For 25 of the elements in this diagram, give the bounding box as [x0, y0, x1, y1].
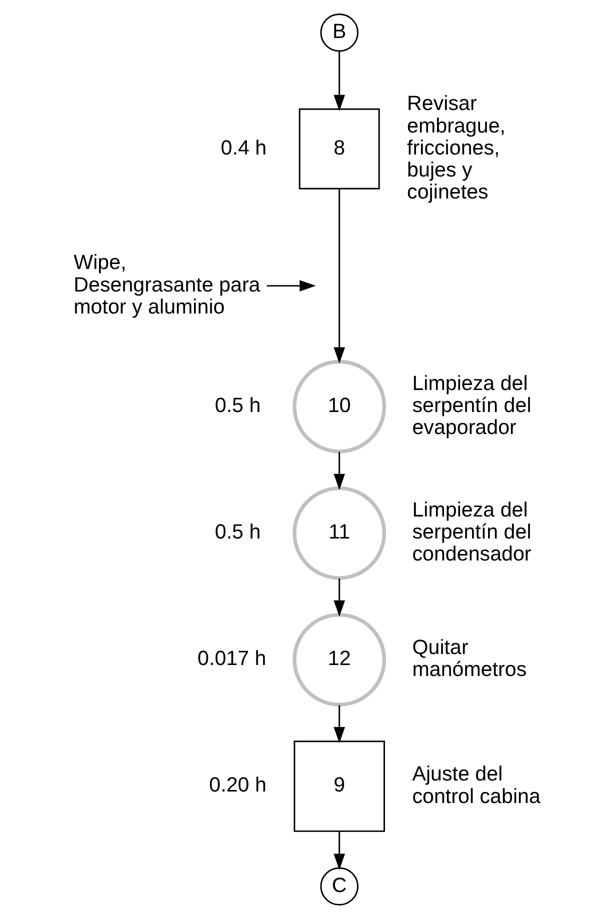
node-label: Ajuste del control cabina: [412, 762, 540, 808]
node-box: 8: [298, 108, 380, 190]
node-label: 0.4 h: [220, 136, 266, 160]
node-label: 0.017 h: [197, 647, 266, 670]
node-label: 0.5 h: [214, 520, 260, 544]
node-label: Quitar manómetros: [412, 636, 526, 682]
node-label: 0.20 h: [208, 774, 266, 797]
node-label: 0.5 h: [214, 394, 260, 417]
node-circle: C: [320, 867, 358, 906]
arrow: [333, 705, 345, 744]
node-label: Revisar embrague, fricciones, bujes y cojinetes: [406, 92, 506, 204]
node-label: Limpieza del serpentín del evaporador: [412, 372, 531, 440]
node-circle: 10: [292, 360, 386, 454]
node-label: Limpieza del serpentín del condensador: [412, 498, 531, 566]
node-circle: 12: [292, 612, 386, 706]
arrow: [333, 578, 345, 617]
arrow: [266, 280, 316, 292]
node-text: Wipe, Desengrasante para motor y aluminio: [73, 251, 260, 318]
node-circle: 11: [292, 486, 386, 580]
node-circle: B: [320, 14, 358, 52]
arrow: [333, 831, 345, 870]
node-box: 9: [293, 740, 384, 832]
arrow: [333, 51, 345, 112]
arrow: [333, 452, 345, 490]
arrow: [333, 189, 345, 364]
